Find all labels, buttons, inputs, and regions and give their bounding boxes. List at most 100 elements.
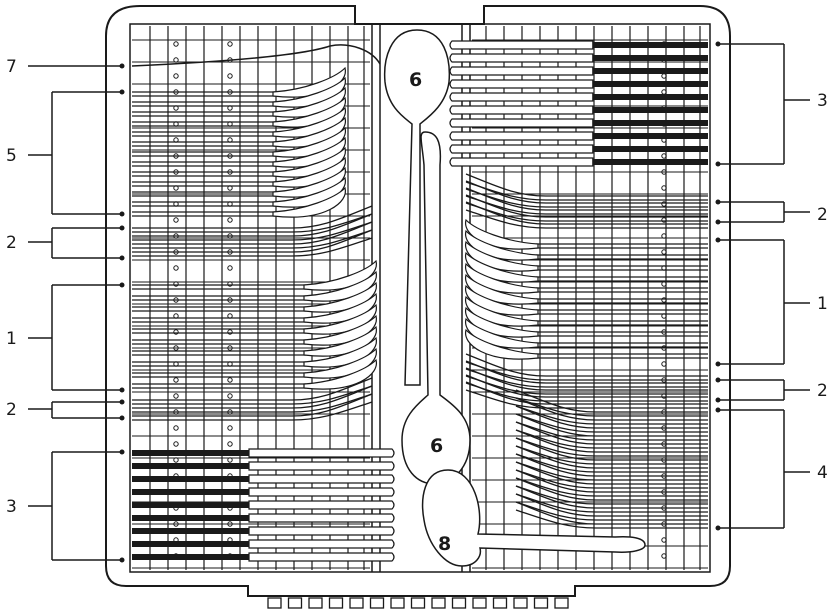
bottom-slot — [369, 597, 385, 609]
grid-clip — [173, 457, 179, 463]
callout-right-2-upper: 2 — [817, 205, 828, 225]
grid-clip — [661, 217, 667, 223]
knife — [132, 474, 395, 484]
grid-clip — [661, 281, 667, 287]
knife — [132, 539, 395, 549]
bottom-slot — [410, 597, 426, 609]
callout-left-1: 1 — [6, 329, 17, 349]
grid-clip — [173, 217, 179, 223]
grid-clip — [661, 345, 667, 351]
knife — [449, 53, 708, 63]
knife — [132, 487, 395, 497]
fork — [465, 201, 708, 229]
rack-outer-frame — [105, 5, 731, 597]
bottom-slot — [308, 597, 323, 609]
callout-left-5: 5 — [6, 146, 17, 166]
grid-clip — [661, 537, 667, 543]
grid-clip — [227, 425, 233, 431]
grid-clip — [173, 441, 179, 447]
grid-clip — [661, 201, 667, 207]
bottom-slot — [554, 597, 569, 609]
grid-clip — [227, 73, 233, 79]
spoon — [465, 328, 708, 360]
label-ladle: 8 — [438, 533, 451, 555]
fork — [132, 393, 373, 421]
grid-clip — [227, 521, 233, 527]
bottom-slot — [349, 597, 364, 609]
grid-clip — [173, 265, 179, 271]
callout-left-7: 7 — [6, 57, 17, 77]
grid-clip — [173, 345, 179, 351]
fork — [515, 501, 708, 529]
spoon — [132, 186, 346, 218]
rack-inner-frame — [129, 23, 711, 573]
knife — [132, 500, 395, 510]
grid-clip — [661, 233, 667, 239]
serving-spoon-top — [383, 29, 451, 386]
grid-clip — [661, 297, 667, 303]
grid-clip — [227, 393, 233, 399]
grid-clip — [227, 329, 233, 335]
callout-left-3: 3 — [6, 497, 17, 517]
knife — [132, 552, 395, 562]
callout-right-3: 3 — [817, 91, 828, 111]
grid-clip — [173, 281, 179, 287]
callout-right-1: 1 — [817, 294, 828, 314]
knife — [449, 79, 708, 89]
grid-clip — [173, 393, 179, 399]
knife — [132, 448, 395, 458]
bottom-slot — [431, 597, 446, 609]
grid-clip — [173, 521, 179, 527]
grid-clip — [661, 169, 667, 175]
knife — [132, 513, 395, 523]
callout-left-2-lower: 2 — [6, 400, 17, 420]
fork — [132, 229, 373, 257]
bottom-slots — [267, 597, 569, 609]
grid-clip — [227, 281, 233, 287]
knife — [449, 144, 708, 154]
spoon — [132, 358, 377, 390]
knife — [449, 105, 708, 115]
fork — [465, 173, 708, 201]
grid-clip — [227, 457, 233, 463]
bottom-slot — [390, 597, 405, 609]
bottom-slot — [533, 597, 549, 609]
bottom-slot — [451, 597, 467, 609]
knife — [449, 118, 708, 128]
grid-clip — [173, 41, 179, 47]
grid-clip — [661, 361, 667, 367]
knife — [449, 40, 708, 50]
grid-clip — [173, 73, 179, 79]
bottom-slot — [513, 597, 528, 609]
knife — [449, 157, 708, 167]
callouts-left: 7 5 2 1 2 3 — [6, 57, 125, 563]
grid-clip — [661, 153, 667, 159]
bottom-slot — [267, 597, 282, 609]
spoon — [132, 259, 377, 291]
callout-right-4: 4 — [817, 463, 828, 483]
grid-clip — [227, 345, 233, 351]
callouts-right: 3 2 1 2 4 — [715, 41, 828, 531]
grid-clip — [173, 329, 179, 335]
grid-clip — [173, 425, 179, 431]
grid-clip — [227, 265, 233, 271]
grid-clip — [227, 377, 233, 383]
grid-clip — [227, 217, 233, 223]
bottom-slot — [472, 597, 487, 609]
spoon — [132, 66, 346, 98]
ladle — [421, 469, 646, 567]
callout-left-2-upper: 2 — [6, 233, 17, 253]
grid-clip — [173, 377, 179, 383]
label-serving-spoon-bottom: 6 — [430, 435, 443, 457]
grid-clip — [661, 553, 667, 559]
label-serving-spoon-top: 6 — [409, 69, 422, 91]
knife — [449, 92, 708, 102]
callout-right-2-lower: 2 — [817, 381, 828, 401]
grid-clip — [227, 441, 233, 447]
knife — [132, 526, 395, 536]
knife — [449, 66, 708, 76]
grid-clip — [227, 41, 233, 47]
bottom-slot — [492, 597, 508, 609]
grid-clip — [173, 57, 179, 63]
